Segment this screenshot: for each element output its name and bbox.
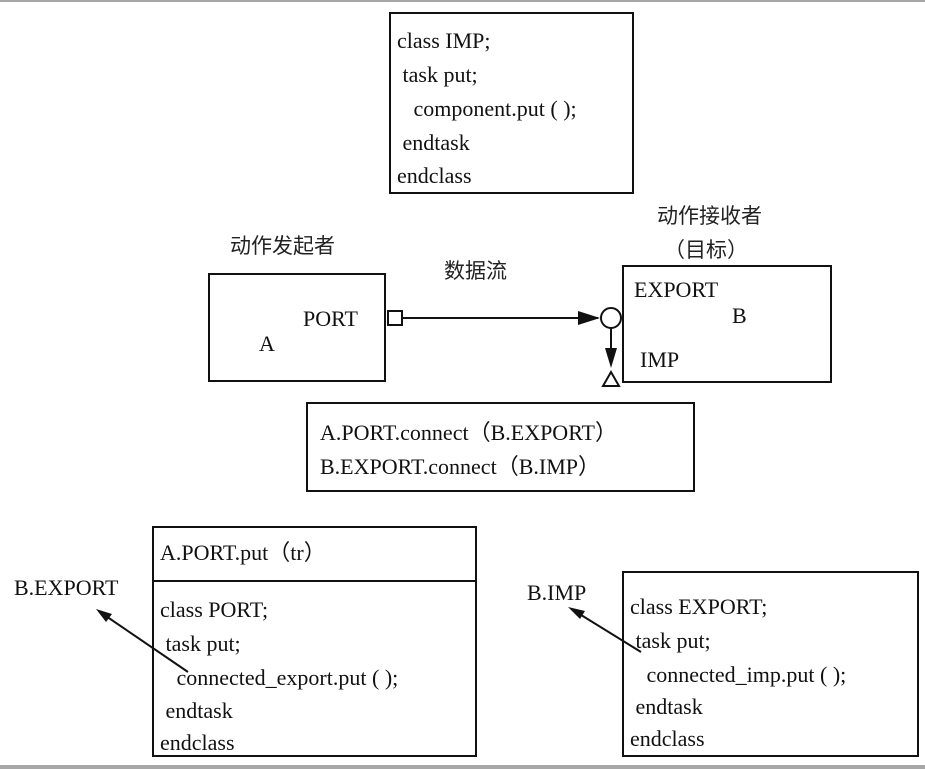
export-circle-icon — [600, 307, 622, 329]
receiver-title-line-1: 动作接收者 — [657, 204, 762, 228]
top-border-line — [0, 0, 925, 2]
connect-line-1: A.PORT.connect（B.EXPORT） — [320, 420, 617, 445]
export-to-imp-class-arrowhead-icon — [568, 607, 585, 619]
imp-class-line-5: endclass — [397, 163, 472, 188]
export-class-box: class EXPORT; task put; connected_imp.pu… — [622, 571, 919, 757]
receiver-name: B — [732, 303, 747, 328]
imp-label: IMP — [640, 347, 680, 372]
port-class-line-2: task put; — [160, 631, 241, 656]
export-class-line-5: endclass — [630, 726, 705, 751]
port-label: PORT — [303, 306, 358, 331]
initiator-title: 动作发起者 — [230, 234, 335, 258]
export-class-line-3: connected_imp.put ( ); — [630, 662, 847, 687]
port-to-export-arrow — [99, 611, 189, 673]
export-target-label: B.IMP — [527, 580, 587, 605]
port-class-divider — [154, 580, 475, 582]
port-to-export-arrowhead-icon — [96, 609, 112, 622]
receiver-title-line-2: （目标） — [664, 238, 748, 262]
export-class-line-1: class EXPORT; — [630, 594, 768, 619]
imp-class-box: class IMP; task put; component.put ( ); … — [389, 12, 634, 194]
port-class-line-3: connected_export.put ( ); — [160, 665, 399, 690]
export-label: EXPORT — [634, 277, 719, 302]
dataflow-arrowhead-icon — [578, 311, 600, 325]
bottom-border-line — [0, 765, 925, 769]
port-class-line-1: class PORT; — [160, 597, 269, 622]
export-class-line-2: task put; — [630, 628, 711, 653]
initiator-box-a: PORT A — [208, 273, 386, 382]
port-target-label: B.EXPORT — [14, 575, 119, 600]
dataflow-label: 数据流 — [444, 259, 507, 283]
export-class-line-4: endtask — [630, 694, 703, 719]
imp-class-line-3: component.put ( ); — [397, 96, 577, 121]
port-class-line-5: endclass — [160, 730, 235, 755]
receiver-box-b: EXPORT B IMP — [622, 265, 832, 383]
port-class-header: A.PORT.put（tr） — [160, 540, 326, 565]
port-square-icon — [387, 310, 403, 326]
imp-class-line-1: class IMP; — [397, 28, 491, 53]
imp-triangle-icon — [601, 369, 621, 387]
export-to-imp-class-arrow — [572, 609, 642, 653]
connect-code-box: A.PORT.connect（B.EXPORT） B.EXPORT.connec… — [306, 402, 695, 492]
connect-line-2: B.EXPORT.connect（B.IMP） — [320, 454, 600, 479]
port-class-line-4: endtask — [160, 698, 233, 723]
port-class-box: A.PORT.put（tr） class PORT; task put; con… — [152, 526, 477, 757]
imp-class-line-2: task put; — [397, 62, 478, 87]
initiator-name: A — [259, 331, 275, 356]
imp-class-line-4: endtask — [397, 130, 470, 155]
export-to-imp-arrowhead-icon — [605, 348, 617, 368]
